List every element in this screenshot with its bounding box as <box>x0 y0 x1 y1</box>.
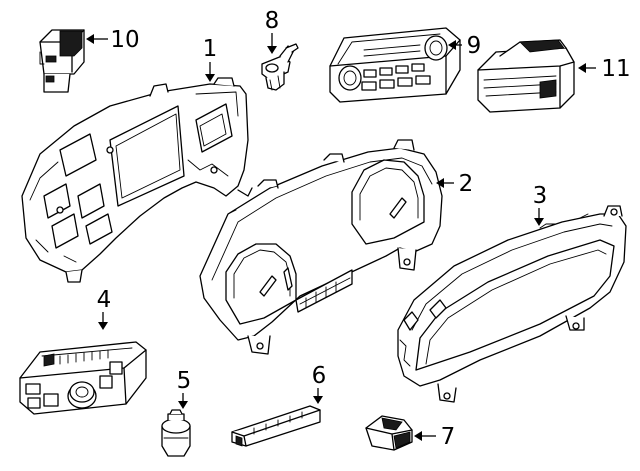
callouts: 1 2 3 4 5 6 7 8 9 10 11 <box>97 8 631 450</box>
part-7-switch <box>365 415 413 451</box>
leaders <box>86 33 596 441</box>
part-2-cluster-lens <box>199 139 443 355</box>
callout-8: 8 <box>265 8 280 34</box>
callout-10: 10 <box>110 27 139 53</box>
callout-2: 2 <box>459 171 474 197</box>
callout-4: 4 <box>97 287 112 313</box>
callout-9: 9 <box>467 33 482 59</box>
part-10-switch <box>39 29 85 93</box>
callout-7: 7 <box>441 424 456 450</box>
callout-11: 11 <box>601 56 630 82</box>
callout-3: 3 <box>533 183 548 209</box>
part-1-cluster-housing <box>21 77 253 283</box>
part-4-headlamp-switch <box>19 341 147 415</box>
callout-1: 1 <box>203 36 218 62</box>
part-8-bulb-socket <box>261 43 299 91</box>
part-3-cluster-assembly <box>397 205 627 403</box>
callout-6: 6 <box>312 363 327 389</box>
callout-5: 5 <box>177 368 192 394</box>
part-11-module <box>477 39 575 113</box>
part-5-bulb <box>161 409 191 457</box>
part-6-connector <box>231 405 321 447</box>
part-9-climate-panel <box>329 27 461 103</box>
